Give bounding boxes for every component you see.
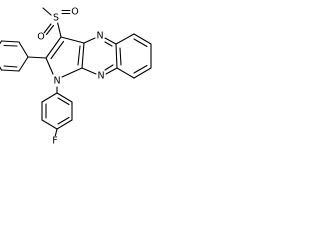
atom-f: F	[50, 136, 60, 147]
bond-c3a-c3	[60, 36, 85, 44]
bond-ph-5-6-inner	[3, 65, 18, 68]
bond-c9a-n9	[105, 67, 118, 75]
bond-ph-1-2	[18, 41, 29, 58]
bond-c8-c9a	[116, 67, 135, 79]
atom-n-top-label: N	[96, 31, 103, 42]
atom-s: S	[51, 13, 61, 24]
bond-methyl-s	[42, 7, 52, 16]
molecule-structure: S O O N N N F	[0, 7, 152, 147]
bond-c8a-c3a-inner	[77, 45, 81, 66]
atom-s-label: S	[53, 13, 59, 24]
atom-o-right: O	[70, 7, 80, 18]
bond-c3-c2-inner	[50, 40, 65, 60]
atom-label-layer: S O O N N N F	[36, 7, 106, 147]
bond-fph-4-5	[41, 119, 58, 130]
bond-fph-3-4-inner	[57, 116, 70, 125]
bond-c4a-c5	[115, 33, 135, 45]
bond-c-f	[54, 128, 58, 138]
atom-n-top: N	[95, 31, 105, 42]
atom-n-pyrrole: N	[52, 76, 62, 87]
atom-o-left: O	[36, 32, 46, 43]
bond-n4-c4a-inner	[104, 41, 113, 47]
atom-o-right-label: O	[71, 7, 78, 18]
bond-c4a-c9a	[115, 43, 118, 69]
bond-c3a-n4	[83, 37, 96, 44]
bond-ph-6-1	[18, 56, 29, 72]
bond-s-o-left-a	[43, 23, 52, 34]
bond-c5-c6	[133, 33, 152, 45]
bond-s-o-left-b	[45, 24, 55, 36]
bond-c5-c6-inner	[133, 38, 148, 48]
bond-c7-c8-inner	[133, 64, 148, 74]
bond-s-c3	[56, 19, 62, 38]
bond-c4a-c9a-inner	[119, 47, 122, 66]
bond-c2-phenyl	[27, 56, 47, 59]
bond-n4-c4a	[104, 37, 117, 45]
bond-ph-4-5	[0, 66, 3, 71]
bond-ph-2-3	[0, 40, 20, 43]
bond-ph-2-3-inner	[3, 44, 18, 47]
bond-c8a-c3a	[81, 42, 85, 69]
bond-c3-c2	[45, 36, 62, 59]
atom-n-pyrrole-label: N	[53, 76, 60, 87]
bond-n9-c8a	[81, 67, 97, 75]
atom-f-label: F	[52, 136, 57, 147]
bond-c2-n1	[45, 57, 54, 75]
bond-layer	[0, 7, 152, 138]
bond-fph-6-1	[41, 92, 58, 103]
bond-fph-3-4	[56, 119, 73, 130]
bond-fph-1-2-inner	[57, 97, 70, 106]
bond-c7-c8	[133, 67, 152, 79]
bond-ph-3-4	[0, 40, 3, 45]
atom-n-bottom: N	[96, 71, 106, 82]
bond-ph-5-6	[0, 69, 20, 72]
atom-n-bottom-label: N	[97, 71, 104, 82]
bond-c9a-n9-inner	[104, 64, 114, 71]
bond-n1-c8a	[61, 67, 83, 78]
bond-fph-1-2	[56, 92, 73, 103]
atom-o-left-label: O	[37, 32, 44, 43]
